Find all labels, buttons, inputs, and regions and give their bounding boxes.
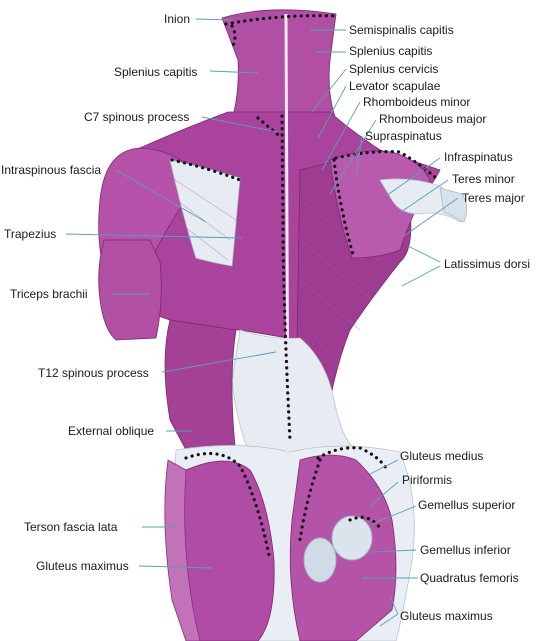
label-c7-spinous-process: C7 spinous process xyxy=(84,110,189,124)
dotted-fascia-line xyxy=(170,158,242,182)
dotted-neck-side xyxy=(230,24,237,50)
femur-head xyxy=(331,515,373,561)
label-splenius-capitis-right: Splenius capitis xyxy=(349,44,432,58)
muscle-fibers xyxy=(129,29,381,601)
leader-levator-scapulae xyxy=(317,85,347,139)
leader-latissimus-a xyxy=(407,245,441,263)
label-quadratus-femoris: Quadratus femoris xyxy=(420,571,519,585)
dotted-sacrum xyxy=(298,458,322,542)
leader-infraspinatus xyxy=(385,157,441,197)
leader-rhomboideus-minor xyxy=(321,101,361,171)
dotted-scapula-medial xyxy=(332,158,356,260)
leader-teres-major xyxy=(403,197,459,237)
neck-muscles xyxy=(221,9,341,133)
leader-gemellus-inferior xyxy=(369,549,417,553)
leader-gluteus-maximus-left xyxy=(138,565,213,569)
dotted-boundaries xyxy=(170,14,438,562)
anatomy-illustration xyxy=(98,9,467,641)
leader-splenius-cervicis xyxy=(311,68,347,113)
dotted-iliac-left xyxy=(184,451,272,562)
label-terson-fascia-lata: Terson fascia lata xyxy=(24,520,118,534)
label-inion: Inion xyxy=(164,12,190,26)
label-t12-spinous-process: T12 spinous process xyxy=(38,366,149,380)
label-rhomboideus-major: Rhomboideus major xyxy=(379,112,486,126)
leader-gluteus-maximus-right-b xyxy=(379,613,399,627)
dotted-neck-top xyxy=(224,14,338,26)
leader-rhomboideus-major xyxy=(329,119,377,195)
label-rhomboideus-minor: Rhomboideus minor xyxy=(363,95,470,109)
external-oblique-muscle xyxy=(164,319,237,457)
leader-lines xyxy=(65,18,459,627)
label-latissimus-dorsi: Latissimus dorsi xyxy=(444,257,530,271)
leader-piriformis xyxy=(369,481,399,507)
label-gluteus-maximus-left: Gluteus maximus xyxy=(36,559,129,573)
label-gemellus-superior: Gemellus superior xyxy=(418,498,515,512)
label-teres-minor: Teres minor xyxy=(452,172,515,186)
leader-t12 xyxy=(161,351,277,373)
leader-splenius-capitis-left xyxy=(209,70,259,74)
right-humerus-cap xyxy=(439,187,467,223)
label-levator-scapulae: Levator scapulae xyxy=(349,79,441,93)
label-gemellus-inferior: Gemellus inferior xyxy=(420,543,511,557)
leader-gemellus-superior xyxy=(371,505,417,525)
labels: Inion Semispinalis capitis Splenius capi… xyxy=(1,12,530,623)
leader-gluteus-maximus-right-a xyxy=(389,595,399,615)
leader-c7 xyxy=(201,116,279,133)
label-external-oblique: External oblique xyxy=(68,424,154,438)
label-gluteus-medius: Gluteus medius xyxy=(400,449,483,463)
leader-inion xyxy=(195,18,233,21)
label-teres-major: Teres major xyxy=(462,191,525,205)
greater-trochanter xyxy=(303,537,337,583)
leader-latissimus-b xyxy=(401,265,441,287)
leader-intraspinous-fascia xyxy=(115,169,207,223)
label-splenius-cervicis: Splenius cervicis xyxy=(349,62,438,76)
leader-gluteus-medius xyxy=(369,459,399,475)
label-infraspinatus: Infraspinatus xyxy=(444,150,513,164)
label-piriformis: Piriformis xyxy=(402,473,452,487)
label-intraspinous-fascia: Intraspinous fascia xyxy=(1,163,101,177)
leader-trapezius xyxy=(65,233,243,239)
dotted-spine-branch xyxy=(256,116,284,140)
label-gluteus-maximus-right: Gluteus maximus xyxy=(400,609,493,623)
triceps-muscle xyxy=(98,239,162,341)
label-semispinalis-capitis: Semispinalis capitis xyxy=(349,23,454,37)
label-triceps-brachii: Triceps brachii xyxy=(10,287,88,301)
label-splenius-capitis-left: Splenius capitis xyxy=(114,65,197,79)
label-trapezius: Trapezius xyxy=(4,227,56,241)
label-supraspinatus: Supraspinatus xyxy=(365,129,442,143)
dotted-trochanter xyxy=(348,515,382,530)
leader-supraspinatus xyxy=(355,135,363,179)
leader-teres-minor xyxy=(397,179,449,215)
dotted-iliac-right xyxy=(316,446,388,470)
